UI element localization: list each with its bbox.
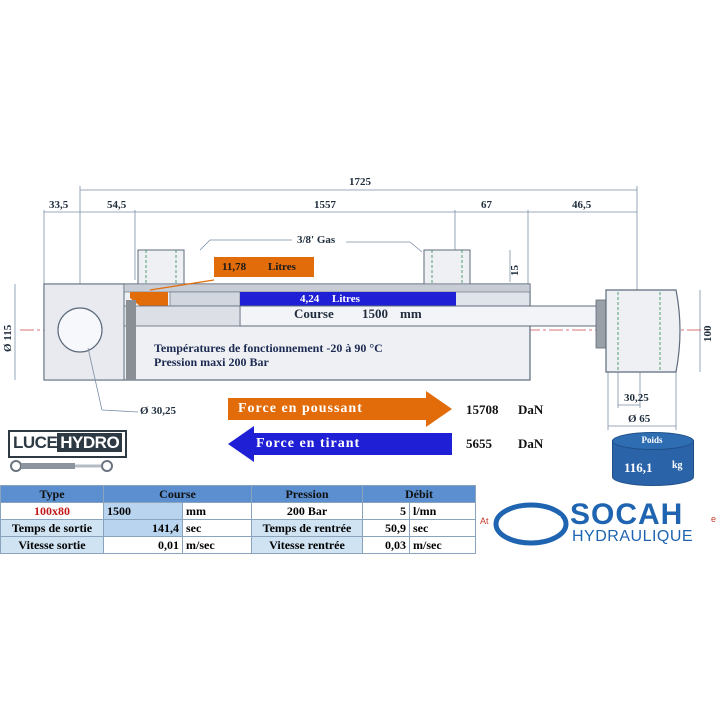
course-value: 1500 [362, 306, 388, 321]
dim-rod-eye-height: 100 [702, 325, 714, 343]
push-chamber [130, 292, 168, 306]
col-pressure: Pression [251, 485, 363, 503]
pressure-value-cell: 200 Bar [251, 502, 363, 520]
dim-port-height: 15 [509, 265, 521, 276]
flow-unit-cell: l/mn [409, 502, 476, 520]
speed-in-label: Vitesse rentrée [251, 536, 363, 554]
weight-label: Poids [641, 435, 663, 445]
dim-1557: 1557 [314, 199, 336, 211]
spec-table: Type Course Pression Débit 100x80 1500 m… [0, 485, 476, 554]
pull-force-value: 5655 [466, 436, 492, 451]
dim-54-5: 54,5 [107, 199, 127, 211]
socah-swirl-icon [493, 502, 569, 546]
time-in-value: 50,9 [362, 519, 410, 537]
time-in-unit: sec [409, 519, 476, 537]
dim-total: 1725 [349, 176, 371, 188]
time-out-label: Temps de sortie [0, 519, 104, 537]
pull-arrow [228, 426, 452, 462]
course-unit: mm [400, 306, 422, 321]
speed-out-value: 0,01 [103, 536, 183, 554]
cylinder-drawing [14, 186, 705, 430]
speed-in-unit: m/sec [409, 536, 476, 554]
push-arrow [228, 391, 452, 427]
socah-name: SOCAH [570, 498, 684, 531]
gas-label: 3/8' Gas [297, 234, 336, 246]
dim-eye-right: Ø 65 [628, 413, 651, 425]
luce-text: LUCE [13, 433, 58, 452]
col-flow: Débit [362, 485, 476, 503]
socah-e: e [711, 514, 717, 524]
pull-force-label: Force en tirant [256, 436, 361, 451]
push-force-value: 15708 [466, 402, 499, 417]
socah-at: At [480, 516, 489, 526]
dim-33-5: 33,5 [49, 199, 69, 211]
col-type: Type [0, 485, 104, 503]
dim-46-5: 46,5 [572, 199, 592, 211]
push-volume-unit: Litres [268, 261, 296, 273]
speed-out-label: Vitesse sortie [0, 536, 104, 554]
push-volume-value: 11,78 [222, 261, 247, 273]
temperature-text: Températures de fonctionnement -20 à 90 … [154, 341, 383, 355]
dim-pin-left: Ø 30,25 [140, 405, 177, 417]
speed-out-unit: m/sec [182, 536, 252, 554]
weight-badge: Poids 116,1 kg [612, 432, 694, 486]
time-in-label: Temps de rentrée [251, 519, 363, 537]
time-out-unit: sec [182, 519, 252, 537]
pull-force-unit: DaN [518, 436, 544, 451]
hydro-text: HYDRO [57, 433, 123, 452]
course-label: Course [294, 306, 334, 321]
weight-unit: kg [672, 460, 683, 471]
push-volume-box: 11,78 Litres [214, 257, 314, 277]
pull-volume-value: 4,24 [300, 293, 320, 305]
pressure-max-text: Pression maxi 200 Bar [154, 355, 269, 369]
dim-body-diameter: Ø 115 [2, 324, 14, 352]
flow-value-cell: 5 [362, 502, 410, 520]
cylinder-logo-icon [10, 460, 113, 472]
speed-in-value: 0,03 [362, 536, 410, 554]
type-value: 100x80 [0, 502, 104, 520]
socah-sub: HYDRAULIQUE [572, 528, 694, 545]
push-force-unit: DaN [518, 402, 544, 417]
pull-chamber [240, 292, 456, 306]
push-force-label: Force en poussant [238, 401, 363, 416]
pull-volume-unit: Litres [332, 293, 360, 305]
time-out-value: 141,4 [103, 519, 183, 537]
col-course: Course [103, 485, 252, 503]
course-value-cell: 1500 [103, 502, 183, 520]
socah-logo: At SOCAH e HYDRAULIQUE [480, 498, 720, 552]
dim-67: 67 [481, 199, 492, 211]
dim-pin-right: 30,25 [624, 392, 649, 404]
course-unit-cell: mm [182, 502, 252, 520]
weight-value: 116,1 [624, 460, 653, 475]
